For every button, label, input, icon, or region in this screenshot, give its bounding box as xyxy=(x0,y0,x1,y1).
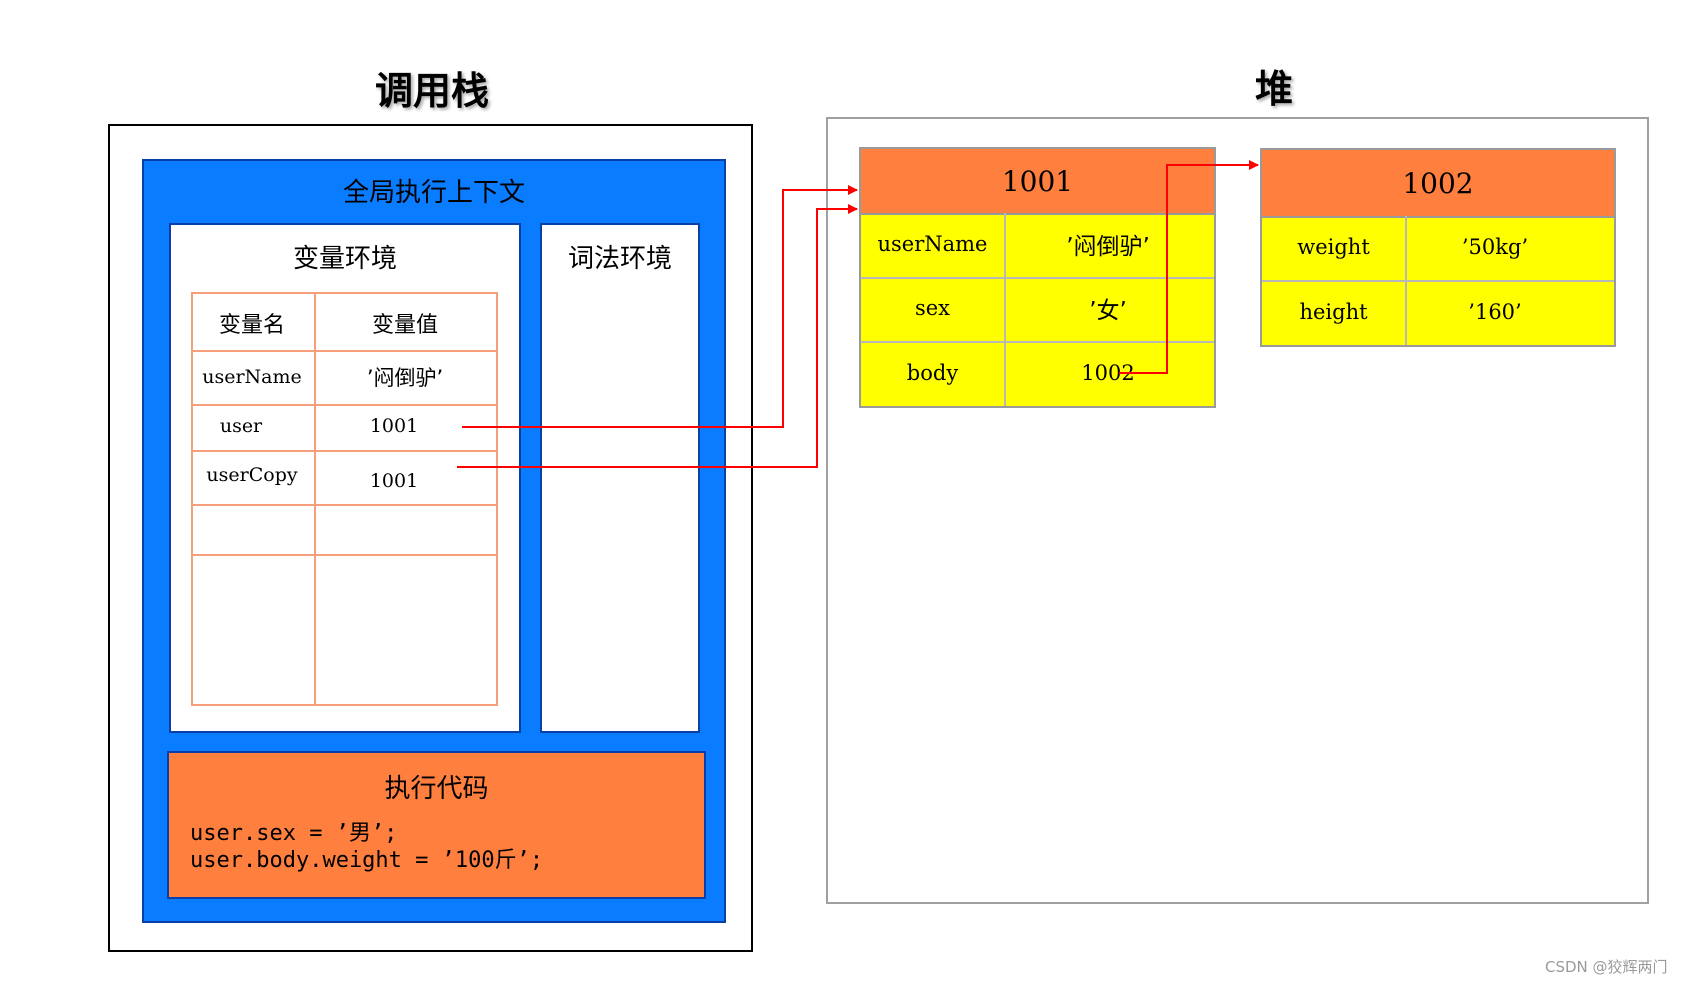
obj1001-value-sex: ’女’ xyxy=(1089,298,1127,324)
execution-code-title: 执行代码 xyxy=(384,774,489,804)
obj1001-value-body: 1002 xyxy=(1081,360,1135,385)
code-line-2: user.body.weight = ’100斤’; xyxy=(190,848,544,873)
obj1001-key-sex: sex xyxy=(914,296,951,320)
execution-code-box xyxy=(167,751,706,899)
variable-environment-title: 变量环境 xyxy=(292,244,397,274)
lexical-environment-title: 词法环境 xyxy=(567,244,672,274)
obj1001-value-username: ’闷倒驴’ xyxy=(1066,234,1150,260)
heap-object-1002: 1002 xyxy=(1260,148,1616,347)
var-value-username: ’闷倒驴’ xyxy=(366,366,444,390)
watermark: CSDN @狡辉两门 xyxy=(1545,958,1668,976)
var-name-usercopy: userCopy xyxy=(206,464,298,486)
var-name-user: user xyxy=(219,415,263,437)
obj1002-value-weight: ’50kg’ xyxy=(1461,235,1529,259)
obj1001-key-username: userName xyxy=(877,232,988,256)
callstack-title: 调用栈 xyxy=(375,69,490,113)
header-variable-value: 变量值 xyxy=(371,313,438,338)
code-line-1: user.sex = ’男’; xyxy=(190,821,398,846)
object-address-1001: 1001 xyxy=(1001,164,1074,198)
obj1002-key-weight: weight xyxy=(1297,235,1370,259)
variable-table xyxy=(191,292,498,706)
heap-title: 堆 xyxy=(1255,67,1294,111)
object-address-1002: 1002 xyxy=(1402,166,1474,200)
global-context-title: 全局执行上下文 xyxy=(342,178,525,208)
header-variable-name: 变量名 xyxy=(218,313,285,338)
var-value-usercopy: 1001 xyxy=(369,470,419,492)
var-name-username: userName xyxy=(202,366,302,388)
lexical-environment xyxy=(540,223,700,733)
obj1002-value-height: ’160’ xyxy=(1468,299,1522,324)
var-value-user: 1001 xyxy=(369,415,419,437)
obj1002-key-height: height xyxy=(1299,299,1368,324)
obj1001-key-body: body xyxy=(906,360,959,385)
